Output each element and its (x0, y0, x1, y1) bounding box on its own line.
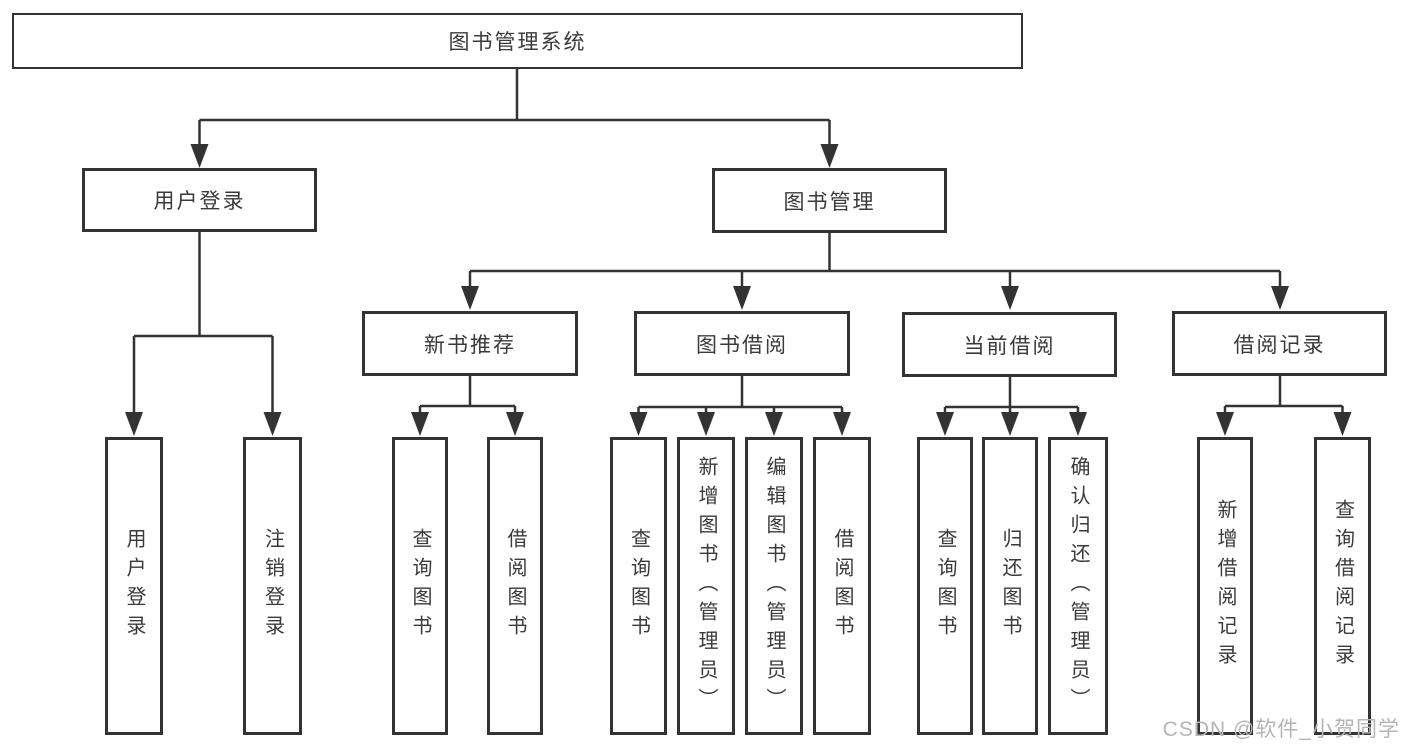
leaf-label: 归还图书 (999, 528, 1021, 644)
leaf-add-books-admin: 新增图书（管理员） (677, 437, 735, 735)
leaf-return-books: 归还图书 (982, 437, 1038, 735)
leaf-label: 查询借阅记录 (1331, 499, 1354, 673)
node-label: 用户登录 (153, 190, 246, 213)
leaf-add-borrow-record: 新增借阅记录 (1197, 437, 1253, 735)
leaf-query-books-borrow: 查询图书 (610, 437, 667, 735)
leaf-label: 查询图书 (627, 528, 650, 644)
leaf-label: 编辑图书（管理员） (763, 455, 785, 717)
node-book-management: 图书管理 (712, 168, 947, 233)
node-label: 图书管理 (783, 190, 876, 214)
leaf-query-books-current: 查询图书 (917, 437, 973, 735)
leaf-label: 查询图书 (934, 528, 956, 644)
leaf-label: 借阅图书 (504, 528, 526, 644)
leaf-label: 确认归还（管理员） (1067, 455, 1089, 717)
node-book-management-system: 图书管理系统 (12, 13, 1023, 69)
node-user-login: 用户登录 (82, 168, 317, 232)
leaf-user-login: 用户登录 (105, 437, 163, 735)
node-current-borrow: 当前借阅 (902, 312, 1117, 377)
node-label: 新书推荐 (424, 333, 516, 357)
leaf-borrow-books-recommend: 借阅图书 (487, 437, 543, 735)
node-label: 图书管理系统 (448, 31, 587, 54)
node-new-book-recommend: 新书推荐 (362, 311, 578, 376)
leaf-label: 查询图书 (409, 528, 431, 644)
leaf-logout: 注销登录 (243, 437, 302, 735)
arrowhead-icons (125, 144, 1352, 436)
leaf-label: 借阅图书 (831, 528, 853, 644)
leaf-label: 新增图书（管理员） (695, 455, 717, 717)
csdn-watermark: CSDN @软件_小贺同学 (1162, 718, 1400, 741)
leaf-edit-books-admin: 编辑图书（管理员） (745, 437, 803, 735)
node-label: 借阅记录 (1233, 333, 1326, 357)
leaf-confirm-return-admin: 确认归还（管理员） (1048, 437, 1108, 735)
leaf-query-books-recommend: 查询图书 (392, 437, 448, 735)
node-label: 图书借阅 (696, 333, 788, 357)
leaf-label: 新增借阅记录 (1214, 499, 1236, 673)
leaf-label: 注销登录 (261, 528, 284, 644)
node-label: 当前借阅 (963, 334, 1056, 358)
node-borrow-records: 借阅记录 (1172, 311, 1387, 376)
node-book-borrow: 图书借阅 (634, 311, 850, 376)
leaf-label: 用户登录 (123, 528, 145, 644)
leaf-borrow-books: 借阅图书 (813, 437, 871, 735)
leaf-query-borrow-record: 查询借阅记录 (1314, 437, 1371, 735)
